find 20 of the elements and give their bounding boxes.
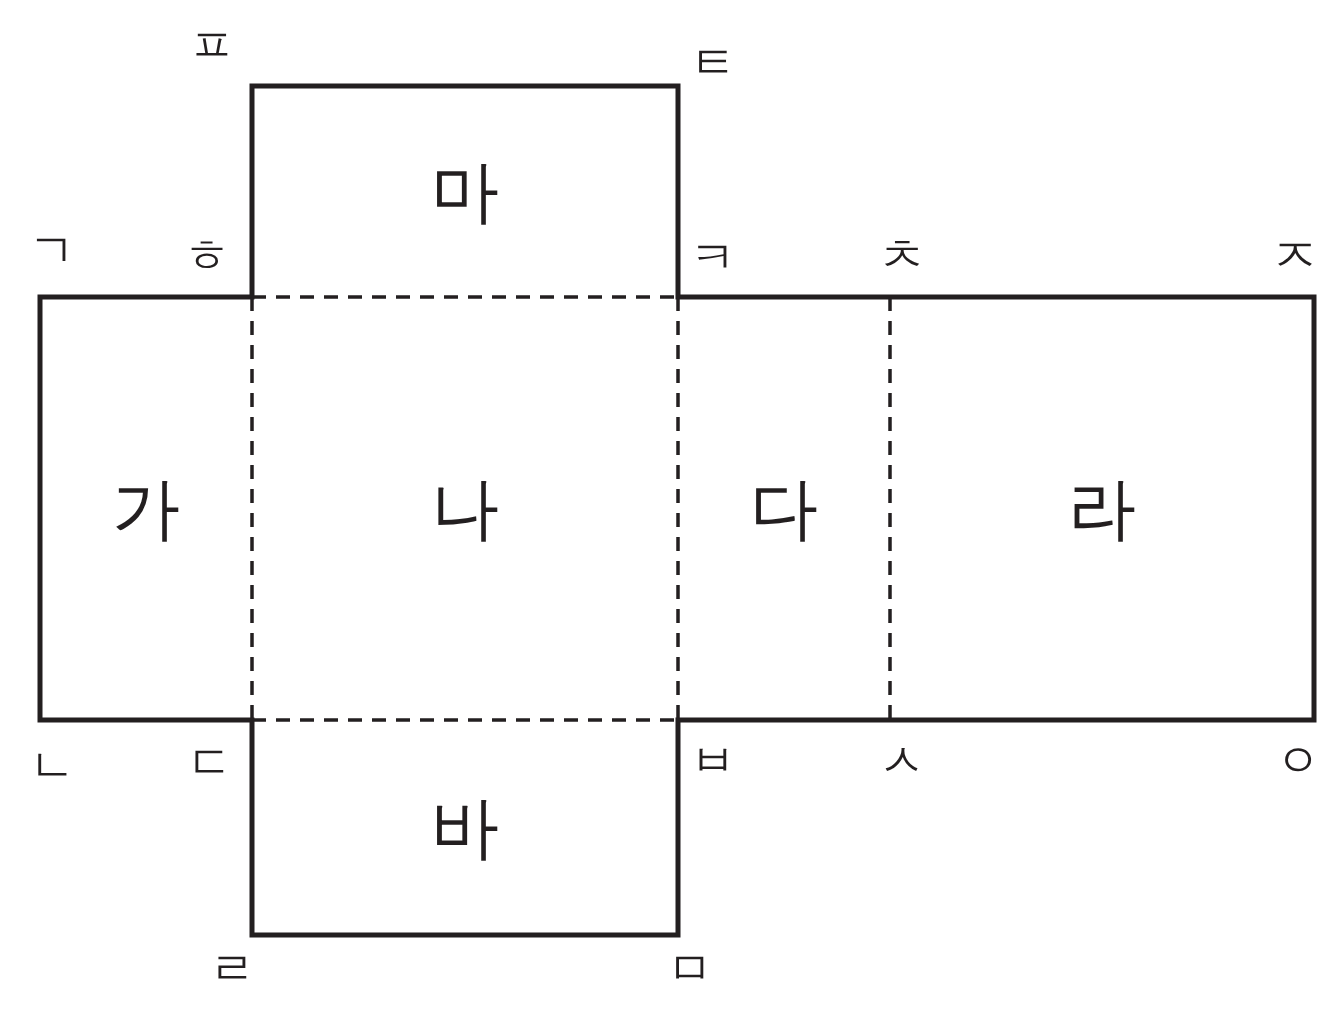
vertex-label: ㄷ: [187, 739, 233, 785]
vertex-label: ㅇ: [1275, 737, 1321, 783]
vertex-label: ㅌ: [690, 39, 736, 85]
vertex-label: ㄹ: [209, 945, 255, 991]
vertex-label: ㅅ: [879, 737, 925, 783]
vertex-label: ㅋ: [690, 234, 736, 280]
face-label: 마: [431, 157, 499, 226]
vertex-label: ㅍ: [189, 22, 235, 68]
vertex-label: ㄱ: [29, 227, 75, 273]
vertex-label: ㅈ: [1272, 232, 1318, 278]
vertex-label: ㅂ: [690, 737, 736, 783]
face-label: 다: [750, 474, 818, 543]
vertex-label: ㅊ: [879, 232, 925, 278]
face-label: 바: [431, 793, 499, 862]
vertex-label: ㅁ: [667, 945, 713, 991]
face-label: 라: [1068, 474, 1136, 543]
face-label: 나: [431, 474, 499, 543]
vertex-label: ㅎ: [184, 232, 230, 278]
face-label: 가: [112, 474, 180, 543]
vertex-label: ㄴ: [29, 742, 75, 788]
